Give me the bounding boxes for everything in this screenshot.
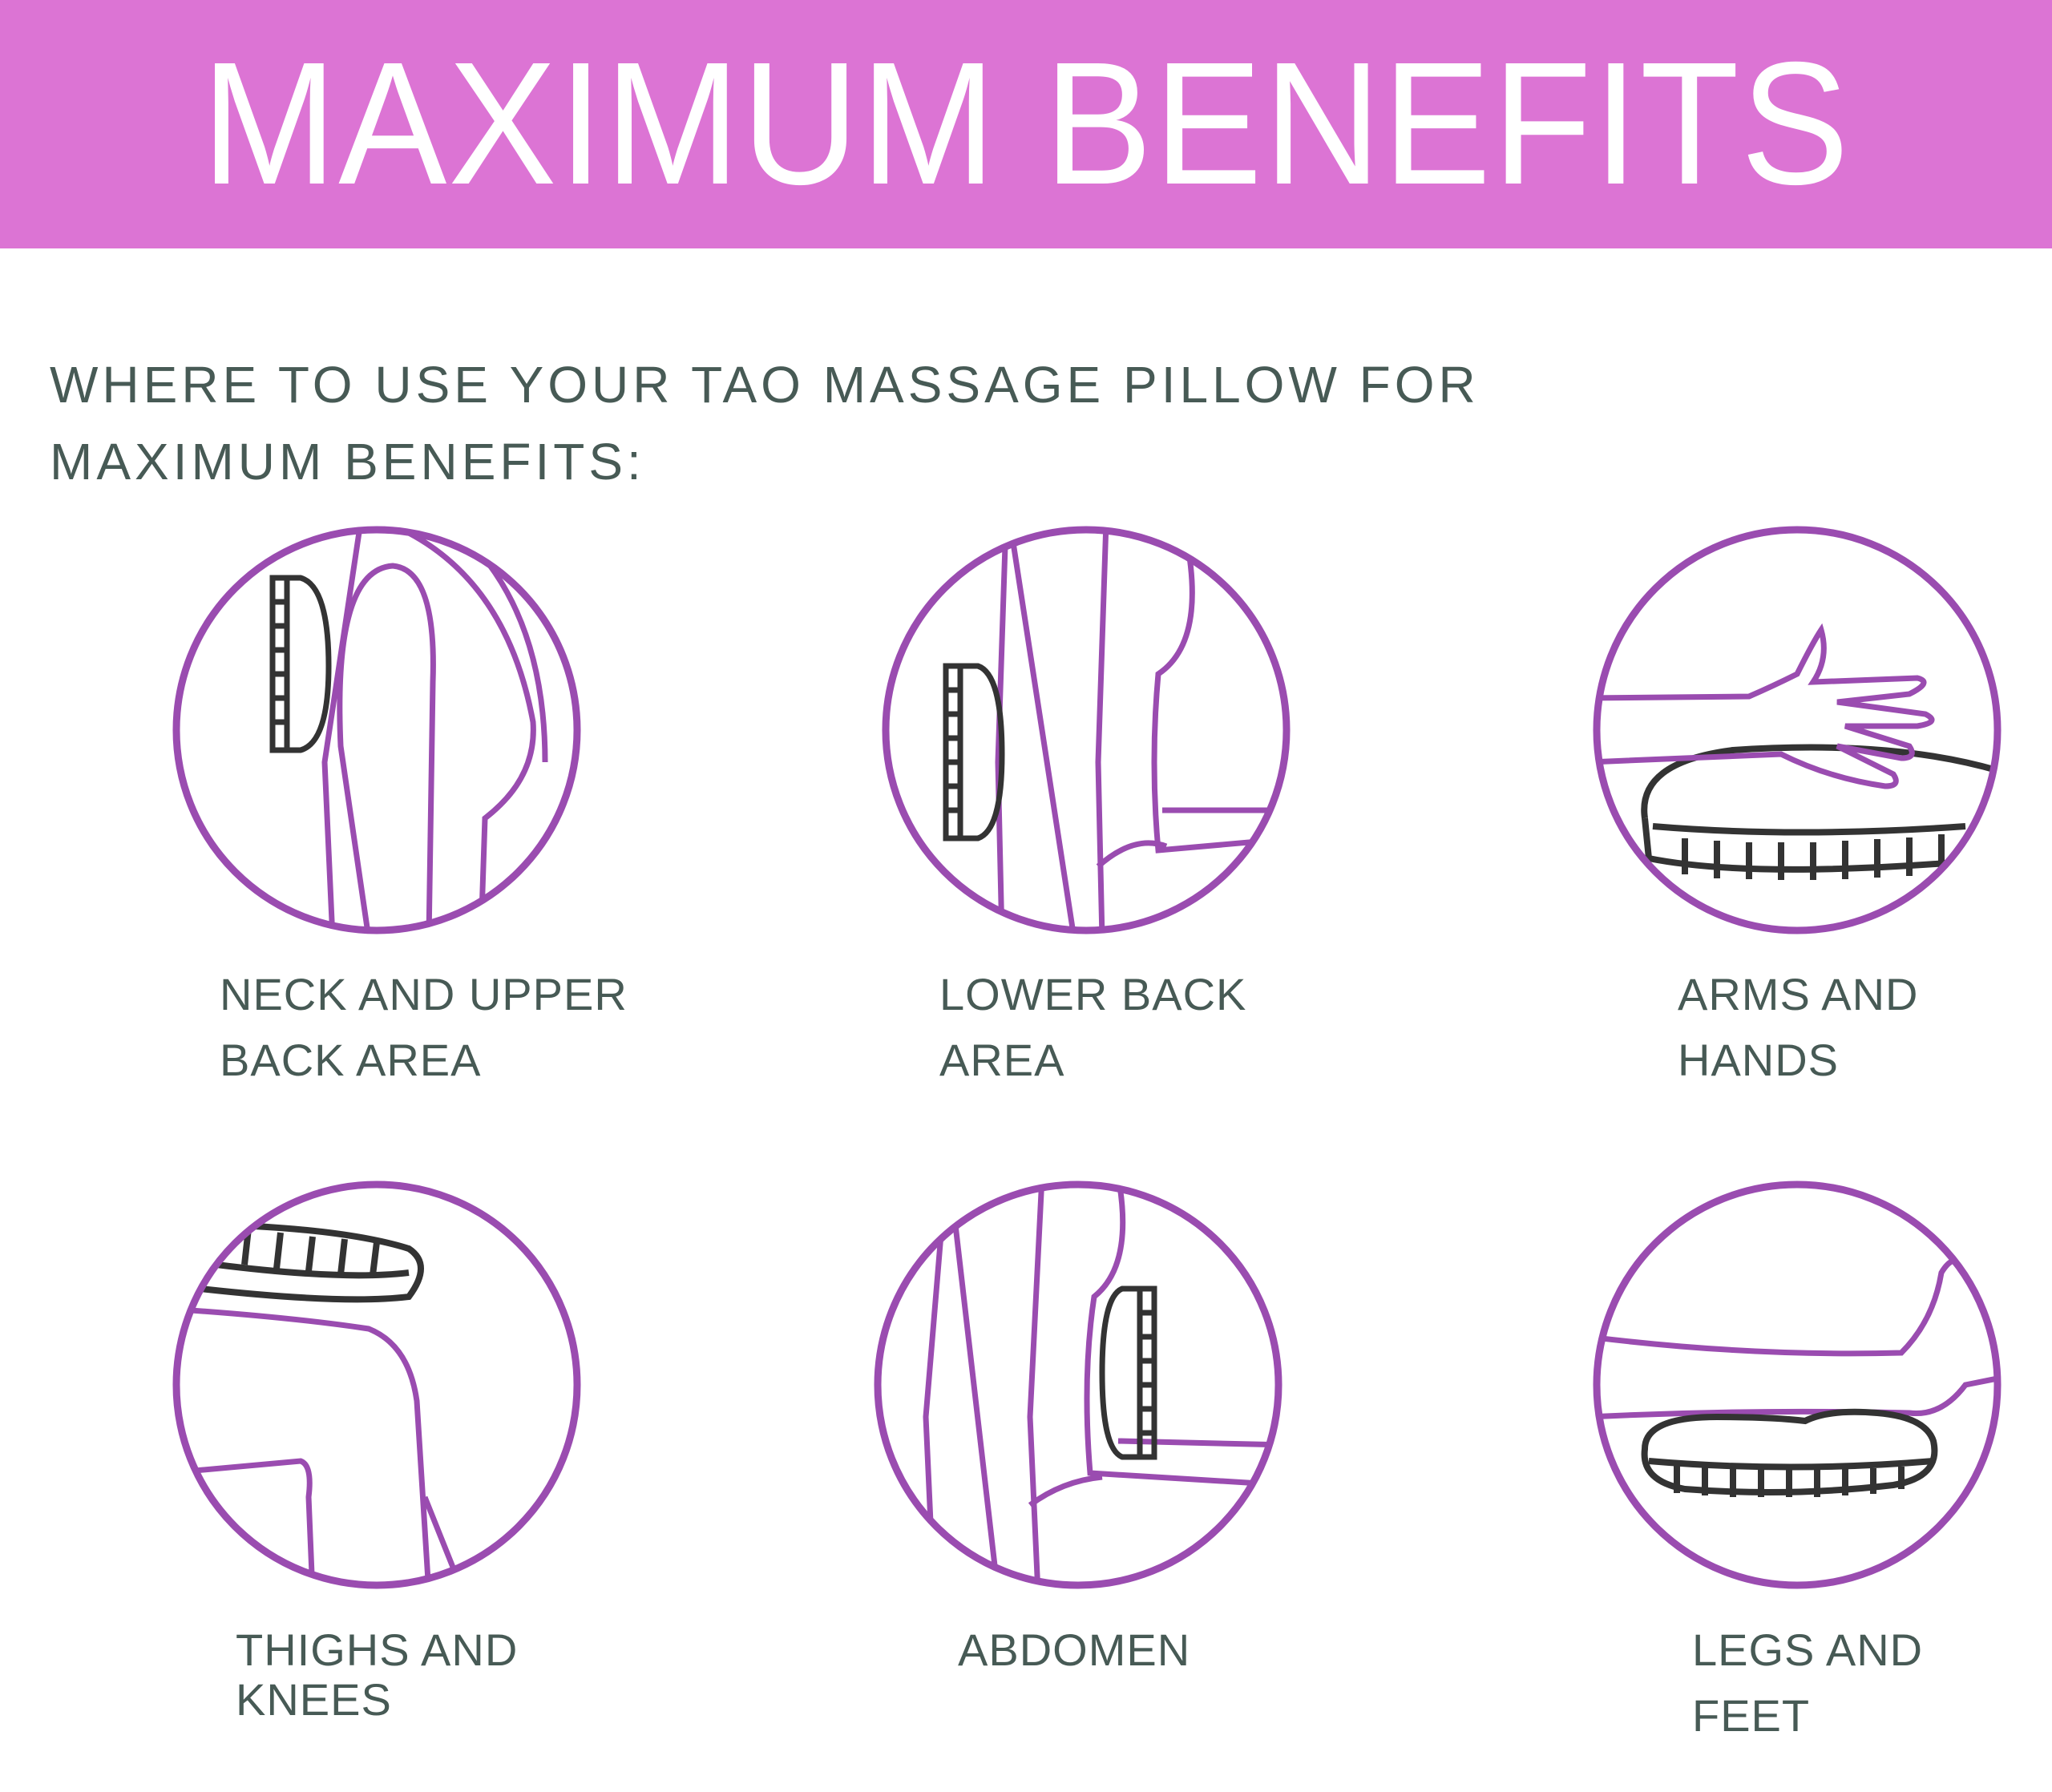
label-line-1: LEGS AND [1692,1625,1924,1675]
label-line-1: NECK AND UPPER [220,969,628,1019]
legs-feet-icon [1593,1181,2002,1589]
label-line-2: FEET [1692,1690,1811,1741]
lower-back-icon [882,526,1291,934]
label-line-1: LOWER BACK [939,969,1247,1019]
label-line-2: HANDS [1678,1035,1840,1085]
abdomen-icon [874,1181,1282,1589]
intro-line-2: MAXIMUM BENEFITS: [50,433,645,490]
arms-hands-icon [1593,526,2002,934]
area-label-legs-feet: LEGS AND FEET [1692,1617,1923,1749]
area-label-arms-hands: ARMS AND HANDS [1678,962,1919,1093]
label-line-2: AREA [939,1035,1065,1085]
area-label-lower-back: LOWER BACK AREA [939,962,1246,1093]
intro-text: WHERE TO USE YOUR TAO MASSAGE PILLOW FOR… [50,346,1480,500]
page-title: MAXIMUM BENEFITS [201,26,1851,221]
area-label-neck-upper-back: NECK AND UPPER BACK AREA [220,962,628,1093]
intro-line-1: WHERE TO USE YOUR TAO MASSAGE PILLOW FOR [50,356,1480,414]
label-line-2: KNEES [236,1674,392,1725]
neck-upper-back-icon [172,526,581,934]
thighs-knees-icon [172,1181,581,1589]
label-line-2: BACK AREA [220,1035,482,1085]
area-label-abdomen: ABDOMEN [958,1617,1190,1683]
label-line-1: ARMS AND [1678,969,1919,1019]
title-banner: MAXIMUM BENEFITS [0,0,2052,248]
area-label-thighs-knees: THIGHS AND KNEES [236,1625,518,1725]
label-line-1: ABDOMEN [958,1625,1191,1675]
label-line-1: THIGHS AND [236,1625,519,1675]
